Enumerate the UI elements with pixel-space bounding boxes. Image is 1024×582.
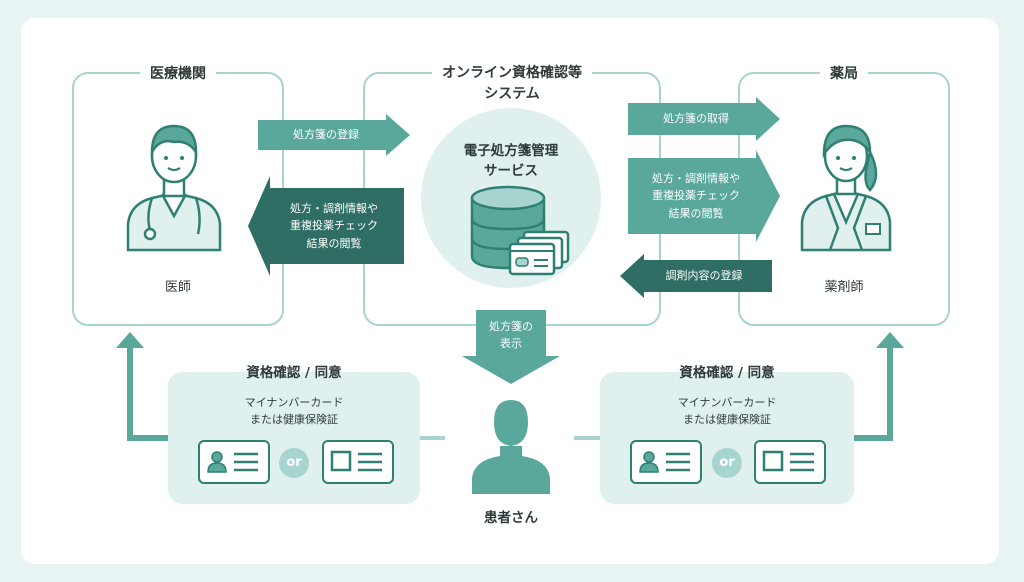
consent-panel-right: 資格確認 / 同意 マイナンバーカード または健康保険証 or	[600, 365, 854, 504]
patient-label: 患者さん	[484, 510, 538, 526]
mynumber-card-icon	[630, 440, 702, 484]
arrow-obtain-rx: 処方箋の取得	[628, 97, 780, 141]
or-badge-right: or	[712, 448, 742, 478]
hospital-title: 医療機関	[74, 63, 282, 83]
or-badge-left: or	[279, 448, 309, 478]
insurance-card-icon	[754, 440, 826, 484]
arrow-register-dispense: 調剤内容の登録	[620, 254, 772, 298]
system-title: オンライン資格確認等システム	[365, 63, 659, 105]
consent-title-right: 資格確認 / 同意	[679, 365, 775, 381]
doctor-label: 医師	[164, 280, 191, 295]
database-icon	[470, 185, 570, 276]
arrow-display-rx: 処方箋の 表示	[462, 310, 560, 384]
insurance-card-icon	[322, 440, 394, 484]
arrow-register-rx: 処方箋の登録	[258, 114, 410, 156]
consent-sub-right: マイナンバーカード または健康保険証	[677, 396, 777, 427]
pharmacist-label: 薬剤師	[824, 280, 864, 295]
pharmacy-title: 薬局	[740, 63, 948, 83]
mynumber-card-icon	[198, 440, 270, 484]
arrow-view-results-doctor: 処方・調剤情報や 重複投薬チェック 結果の閲覧	[248, 176, 404, 276]
consent-sub-left: マイナンバーカード または健康保険証	[244, 396, 344, 427]
service-title: 電子処方箋管理 サービス	[463, 143, 559, 179]
arrow-view-results-pharm: 処方・調剤情報や 重複投薬チェック 結果の閲覧	[628, 150, 780, 242]
patient-icon	[472, 400, 550, 494]
consent-title-left: 資格確認 / 同意	[246, 365, 342, 381]
doctor-icon	[126, 124, 222, 252]
consent-panel-left: 資格確認 / 同意 マイナンバーカード または健康保険証 or	[168, 365, 420, 504]
pharmacist-icon	[800, 124, 892, 252]
